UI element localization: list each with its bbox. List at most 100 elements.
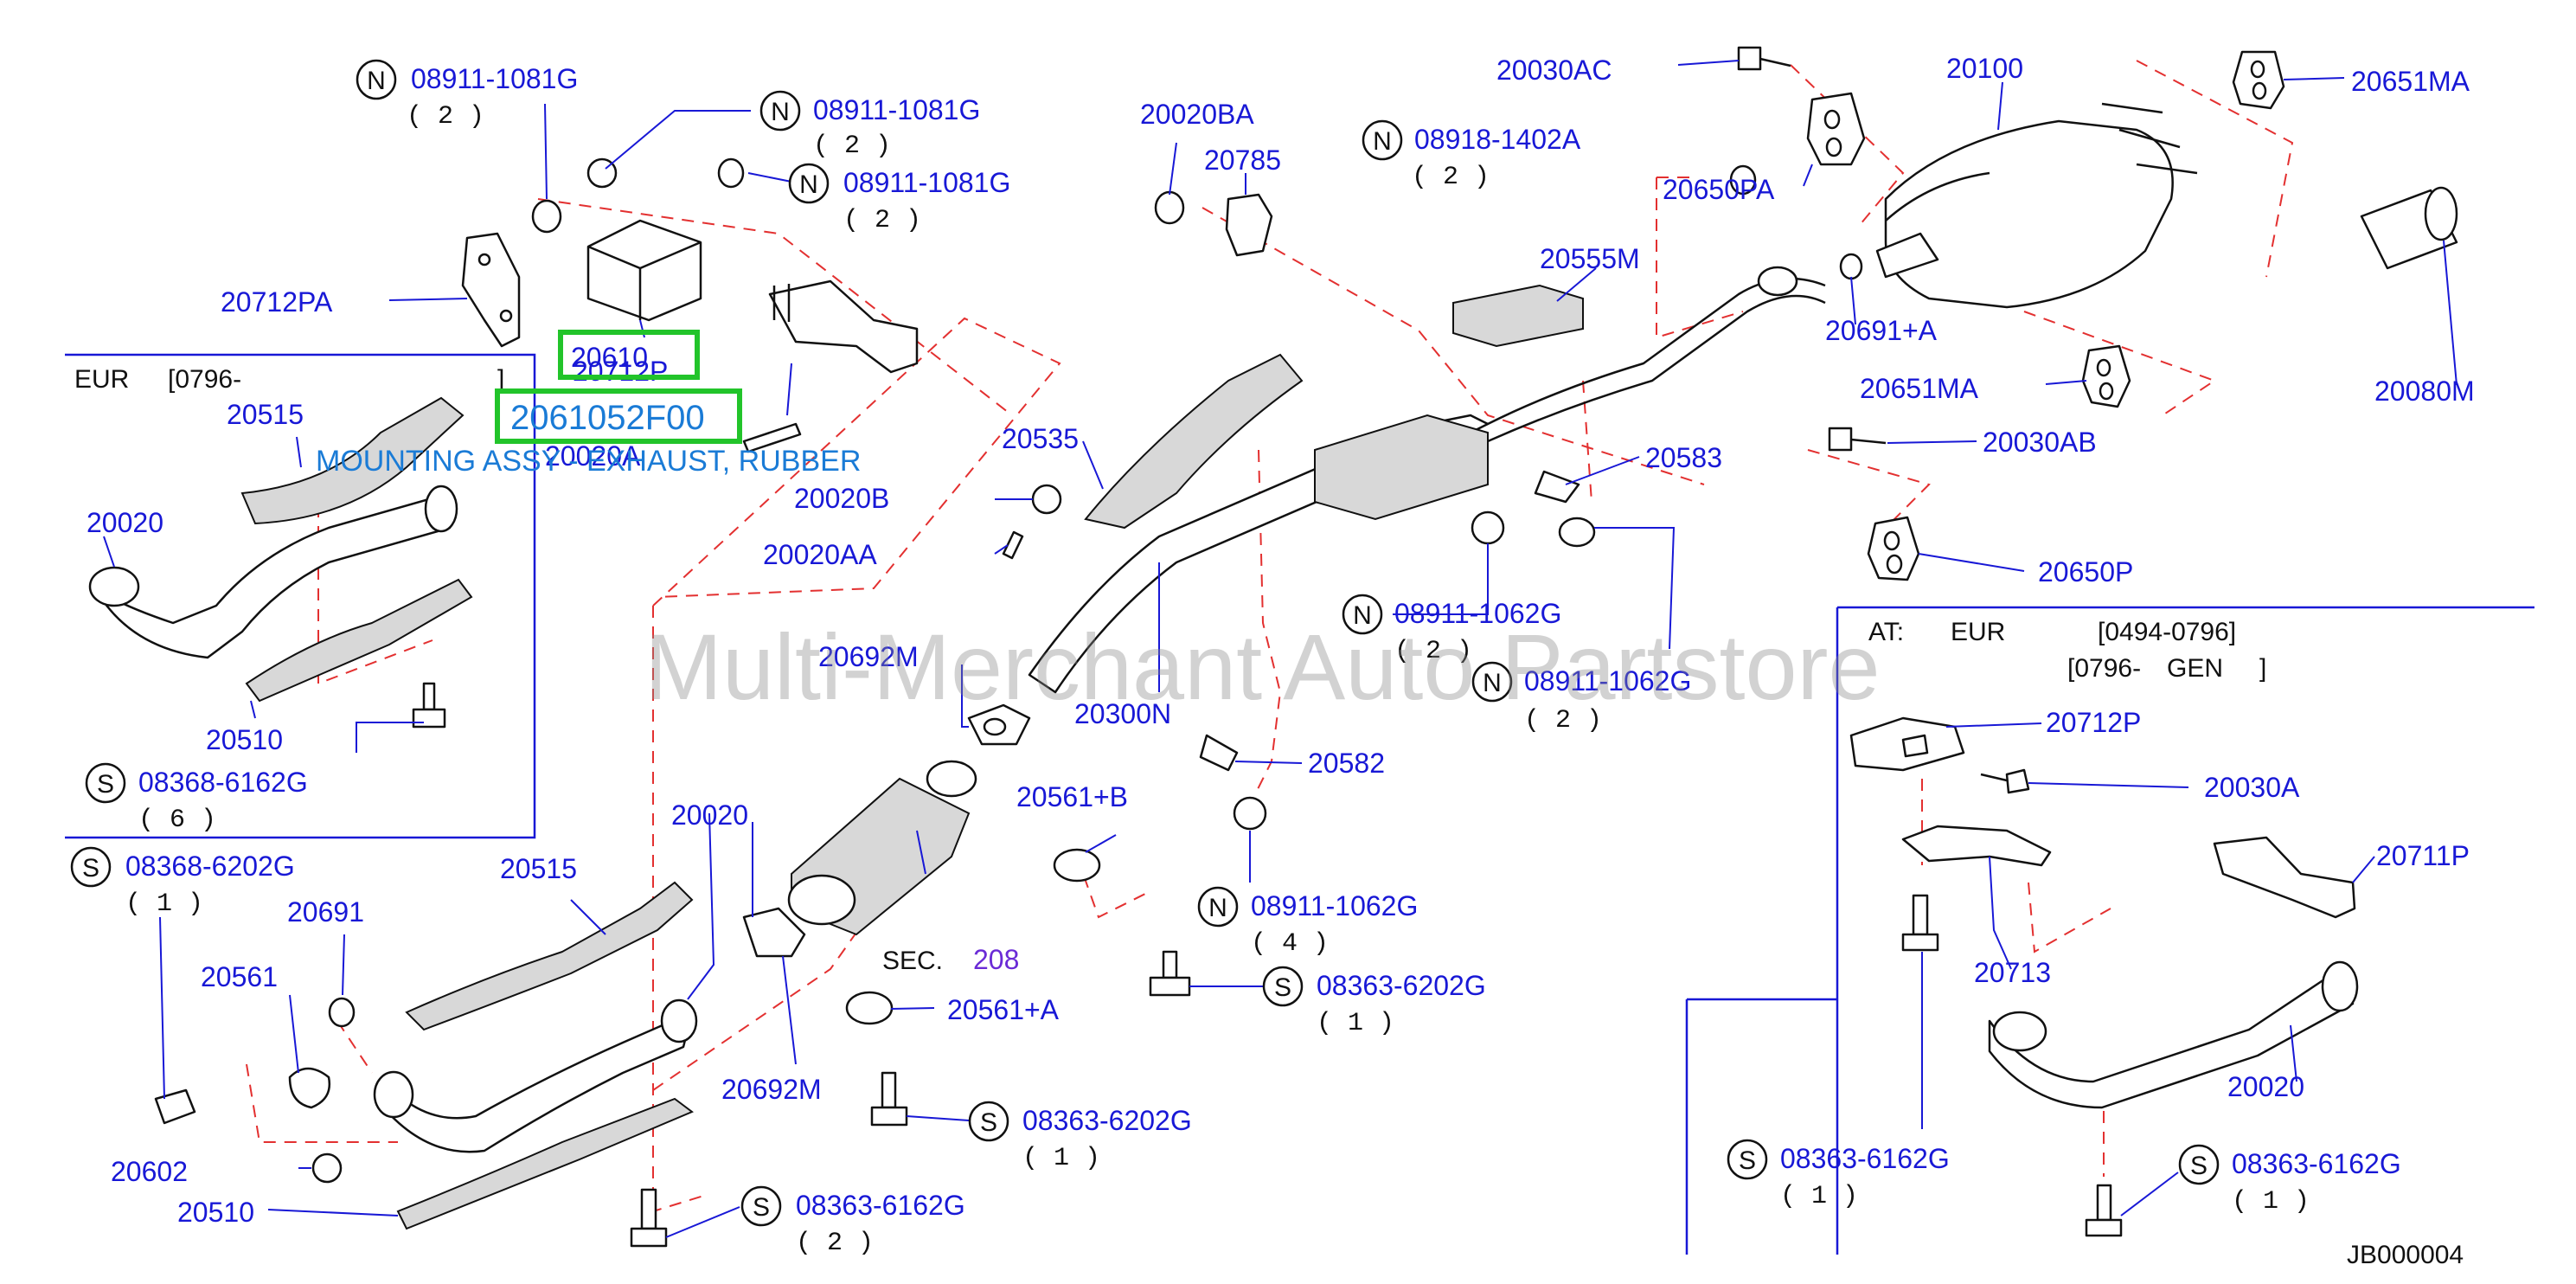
part-label: 20691 <box>287 896 364 928</box>
part-label: 20555M <box>1540 243 1640 274</box>
svg-text:N: N <box>1373 127 1392 156</box>
svg-text:( 1 ): ( 1 ) <box>125 889 203 919</box>
part-label: 20691+A <box>1825 315 1938 346</box>
part-label: 20583 <box>1645 442 1722 473</box>
svg-text:N: N <box>771 98 790 126</box>
stud-20020aa <box>1002 530 1024 560</box>
svg-text:S: S <box>753 1193 770 1222</box>
hanger-20650pa <box>1806 92 1866 166</box>
fastener-callout: N 08911-1062G( 2 ) <box>1342 594 1561 666</box>
svg-text:S: S <box>97 770 114 799</box>
svg-text:08911-1081G: 08911-1081G <box>843 167 1010 198</box>
part-label: 20692M <box>818 641 919 672</box>
fastener-callout: S 08363-6202G( 1 ) <box>968 1101 1192 1173</box>
fastener-callout: S 08363-6162G( 1 ) <box>2178 1144 2401 1217</box>
fastener-callout: N 08911-1081G( 2 ) <box>759 90 980 161</box>
s-badge-icon <box>1262 966 1304 1007</box>
catalytic-converter <box>1314 414 1489 521</box>
footer-code: JB000004 <box>2347 1241 2464 1269</box>
svg-text:( 1 ): ( 1 ) <box>2232 1187 2310 1217</box>
part-label: 20020AA <box>763 539 877 570</box>
front-pipe-20020-eur <box>93 491 452 659</box>
part-label: 20020BA <box>1140 99 1254 130</box>
svg-text:N: N <box>367 67 386 95</box>
clamp-20561a <box>845 991 894 1025</box>
svg-text:( 2 ): ( 2 ) <box>796 1229 874 1258</box>
bolt-20030ab <box>1828 427 1853 452</box>
highlight-part-label: 20610 <box>571 342 648 373</box>
highlighted-part[interactable]: 20610 2061052F00 MOUNTING ASSY - EXHAUST… <box>316 330 861 478</box>
part-label: 20080M <box>2374 376 2475 407</box>
fastener-callouts: N 08911-1081G( 2 ) N 08911-1081G( 2 ) N … <box>70 59 2401 1258</box>
svg-text:( 2 ): ( 2 ) <box>1394 637 1472 666</box>
fastener-callout: N 08911-1081G( 2 ) <box>356 59 578 132</box>
clamp-20561 <box>288 1067 331 1109</box>
part-label: 20030AB <box>1983 427 2097 458</box>
part-label: 20712P <box>573 356 668 387</box>
part-label: 20711P <box>2376 840 2470 871</box>
part-label: 20785 <box>1204 144 1281 176</box>
nut-icon <box>531 199 562 234</box>
hanger-20651ma-top <box>2232 50 2285 110</box>
part-label: 20602 <box>111 1156 188 1187</box>
svg-text:S: S <box>1739 1146 1756 1175</box>
eur-label: EUR <box>74 365 129 394</box>
svg-text:( 2 ): ( 2 ) <box>843 206 921 235</box>
svg-text:( 2 ): ( 2 ) <box>813 132 891 161</box>
part-label: 20582 <box>1308 748 1385 779</box>
bolt-icon <box>1912 894 1929 936</box>
highlight-part-number: 2061052F00 <box>510 399 705 437</box>
n-badge-icon <box>759 90 801 132</box>
bracket-20711p <box>2213 836 2356 919</box>
svg-text:( 1 ): ( 1 ) <box>1780 1182 1858 1211</box>
heat-shield-20535 <box>1084 353 1304 530</box>
part-label: 20515 <box>227 399 304 430</box>
svg-text:08363-6202G: 08363-6202G <box>1317 970 1486 1001</box>
at-range-2-end: ] <box>2259 654 2266 683</box>
fastener-callout: N 08918-1402A( 2 ) <box>1362 119 1581 192</box>
part-label: 20510 <box>177 1197 254 1228</box>
bolt-icon <box>1162 950 1178 979</box>
fastener-callout: S 08363-6202G( 1 ) <box>1262 966 1486 1038</box>
svg-text:S: S <box>980 1108 997 1137</box>
svg-text:08911-1062G: 08911-1062G <box>1524 665 1691 697</box>
sec-label: SEC. <box>882 947 943 975</box>
part-label: 20713 <box>1974 957 2051 988</box>
heat-shield-20510-lower <box>396 1097 694 1230</box>
part-label: 20020 <box>2227 1071 2304 1102</box>
part-label: 20515 <box>500 853 577 884</box>
svg-text:( 2 ): ( 2 ) <box>407 102 484 132</box>
part-label: 20030AC <box>1496 55 1612 86</box>
heat-shield-20515-lower <box>405 881 694 1031</box>
at-region: EUR <box>1951 618 2005 646</box>
section-frames <box>65 353 2534 1255</box>
clamp-20561b <box>1053 848 1101 883</box>
bolt-20030a <box>2005 768 2030 794</box>
fastener-callout: N 08911-1062G( 2 ) <box>1471 661 1691 735</box>
nut-20020b <box>1031 484 1062 515</box>
mounting-rubber-20610 <box>586 219 702 322</box>
sec-number: 208 <box>973 944 1019 975</box>
bracket-20582 <box>1199 734 1239 772</box>
svg-text:08918-1402A: 08918-1402A <box>1414 124 1581 155</box>
n-badge-icon <box>1362 119 1403 161</box>
nut-08911-1062g <box>1471 510 1505 545</box>
bolt-icon <box>881 1071 897 1109</box>
n-badge-icon <box>356 59 397 100</box>
fastener-callout: S 08363-6162G ( 2 ) <box>740 1185 965 1258</box>
part-label: 20692M <box>721 1074 822 1105</box>
svg-text:S: S <box>1274 973 1291 1002</box>
svg-text:08368-6162G: 08368-6162G <box>138 767 308 798</box>
part-label: 20561+A <box>947 994 1060 1025</box>
part-label: 20020A <box>545 440 641 472</box>
section-labels: EUR [0796- ] AT: EUR [0494-0796] [0796- … <box>74 365 2464 1269</box>
s-badge-icon <box>968 1101 1009 1142</box>
part-label: 20535 <box>1002 423 1079 454</box>
heat-shield-20515-eur <box>240 396 465 525</box>
bolt-20602 <box>154 1088 196 1125</box>
gasket-20692m-lower <box>742 907 806 958</box>
svg-text:08363-6202G: 08363-6202G <box>1022 1105 1192 1136</box>
fastener-callout: S 08363-6162G( 1 ) <box>1727 1139 1950 1211</box>
svg-text:08363-6162G: 08363-6162G <box>796 1190 965 1221</box>
